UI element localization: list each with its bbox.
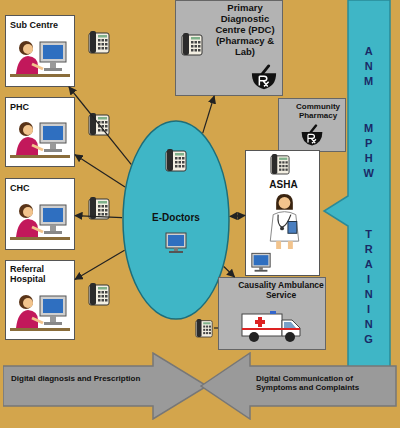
flow-arrow-shape — [3, 353, 207, 419]
asha-worker-illustration — [270, 194, 298, 249]
flow-arrow-shape — [201, 353, 396, 419]
computer-user-illustration — [10, 204, 70, 240]
node-label: Causality Ambulance Service — [237, 281, 325, 301]
node-label: Sub Centre — [10, 20, 72, 30]
pharmacy-rx-icon — [252, 66, 276, 89]
node-label: E-Doctors — [122, 212, 230, 224]
arrow-connector — [75, 155, 125, 187]
arrow-connector — [224, 267, 235, 277]
phone-wire — [214, 327, 218, 328]
node-label: ASHA — [246, 179, 321, 191]
phone-icon — [182, 33, 202, 55]
computer-user-illustration — [10, 295, 70, 331]
node-label: Referral Hospital — [10, 264, 72, 285]
node-label: Digital Communication of Symptoms and Co… — [256, 374, 392, 392]
facility-box: CHC — [5, 178, 75, 250]
e-doctors-ellipse-shape — [123, 121, 229, 319]
arrow-connector — [75, 250, 125, 279]
ambulance-box: Causality Ambulance Service — [218, 277, 326, 350]
ambulance-illustration — [242, 311, 300, 342]
arrow-connector — [230, 215, 245, 217]
flow-arrow: Digital diagnosis and Prescription — [3, 352, 208, 420]
vertical-label: TRAINING — [362, 228, 375, 348]
arrow-connector — [75, 216, 122, 218]
phone-icon — [89, 113, 109, 135]
facility-box: PHC — [5, 97, 75, 167]
asha-box: ASHA — [245, 150, 320, 276]
arrow-connector — [203, 96, 214, 133]
phone-icon — [196, 319, 212, 337]
phone-icon — [271, 154, 289, 174]
phone-icon — [166, 149, 186, 171]
node-label: CHC — [10, 183, 72, 193]
phone-icon — [89, 197, 109, 219]
phone-icon — [89, 283, 109, 305]
training-band: ANM MPHW TRAINING — [322, 0, 392, 400]
facility-box: Sub Centre — [5, 15, 75, 87]
e-doctors-ellipse: E-Doctors — [122, 120, 230, 320]
facility-box: Referral Hospital — [5, 260, 75, 340]
training-band-outline — [322, 0, 392, 400]
pharmacy-box: Community Pharmacy — [278, 98, 346, 152]
computer-icon — [252, 253, 270, 271]
diagnostic-centre-box: Primary Diagnostic Centre (PDC) (Pharmac… — [175, 0, 283, 96]
computer-user-illustration — [10, 41, 70, 77]
computer-user-illustration — [10, 122, 70, 158]
flow-arrow: Digital Communication of Symptoms and Co… — [200, 352, 397, 420]
computer-icon — [166, 233, 186, 253]
node-label: PHC — [10, 102, 72, 112]
phone-icon — [89, 31, 109, 53]
arrow-connector — [69, 87, 131, 164]
training-band-shape — [324, 0, 390, 398]
flow-arrow-outline — [3, 352, 208, 420]
node-label: Digital diagnosis and Prescription — [11, 374, 151, 383]
vertical-label: MPHW — [362, 122, 375, 182]
vertical-label: ANM — [362, 45, 375, 90]
pharmacy-rx-icon — [302, 126, 323, 146]
node-label: Community Pharmacy — [291, 102, 345, 120]
node-label: Primary Diagnostic Centre (PDC) (Pharmac… — [208, 3, 282, 58]
